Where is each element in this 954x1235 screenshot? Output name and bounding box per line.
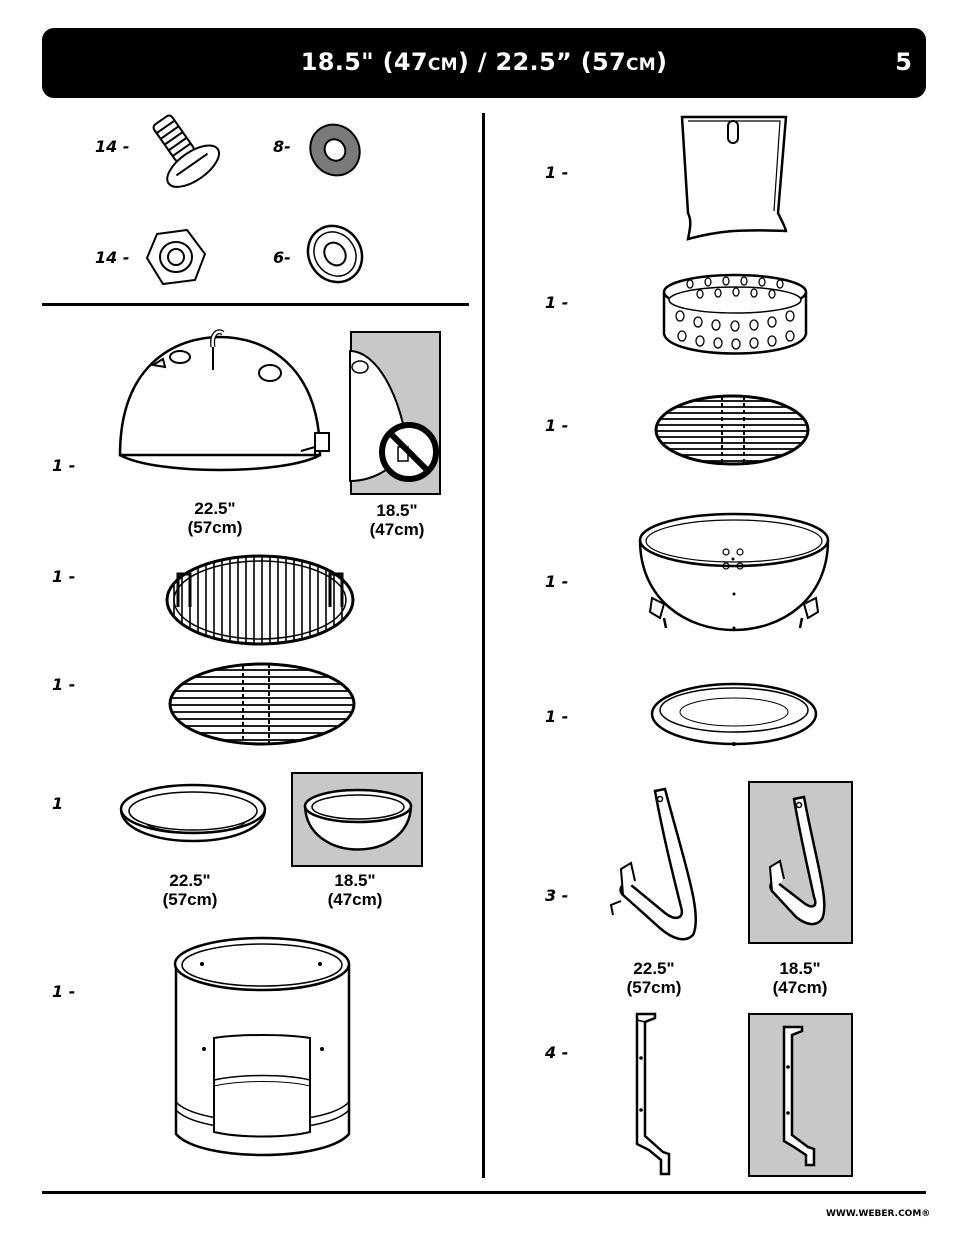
page-number: 5 bbox=[895, 48, 912, 76]
nut-icon bbox=[145, 228, 207, 286]
lid-size-large: 22.5" (57cm) bbox=[155, 499, 275, 537]
bowl-icon bbox=[638, 512, 830, 632]
size-line: 22.5" bbox=[633, 959, 675, 978]
charcoal-ring-icon bbox=[662, 273, 808, 355]
leg-small-panel bbox=[748, 781, 853, 944]
charcoal-grate-qty: 1 - bbox=[52, 675, 76, 694]
charcoal-ring-qty: 1 - bbox=[545, 293, 569, 312]
ash-pan-qty: 1 - bbox=[545, 707, 569, 726]
size-line: (57cm) bbox=[626, 978, 682, 997]
title-part: 18.5" (47 bbox=[300, 48, 428, 76]
lid-size-small: 18.5" (47cm) bbox=[337, 501, 457, 539]
access-door-qty: 1 - bbox=[545, 163, 569, 182]
leg-qty: 3 - bbox=[545, 886, 569, 905]
small-grate-icon bbox=[654, 394, 810, 466]
small-grate-qty: 1 - bbox=[545, 416, 569, 435]
footer-divider bbox=[42, 1191, 926, 1194]
water-pan-size-large: 22.5" (57cm) bbox=[130, 871, 250, 909]
ash-pan-icon bbox=[650, 682, 818, 746]
water-pan-qty: 1 bbox=[52, 794, 64, 813]
bracket-small-panel bbox=[748, 1013, 853, 1177]
bracket-qty: 4 - bbox=[545, 1043, 569, 1062]
column-divider bbox=[482, 113, 485, 1178]
water-pan-small-icon bbox=[303, 788, 413, 851]
bracket-small-icon bbox=[782, 1025, 816, 1167]
size-line: 18.5" bbox=[779, 959, 821, 978]
cooking-grate-qty: 1 - bbox=[52, 567, 76, 586]
footer-website: WWW.WEBER.COM® bbox=[826, 1209, 931, 1219]
leg-size-large: 22.5" (57cm) bbox=[594, 959, 714, 997]
size-line: (47cm) bbox=[772, 978, 828, 997]
lid-qty: 1 - bbox=[52, 456, 76, 475]
water-pan-small-panel bbox=[291, 772, 423, 867]
page-title: 18.5" (47CM) / 22.5” (57CM) bbox=[42, 48, 926, 76]
lid-icon bbox=[118, 329, 330, 472]
title-part: ) bbox=[655, 48, 668, 76]
leg-large-icon bbox=[609, 787, 698, 941]
water-pan-size-small: 18.5" (47cm) bbox=[295, 871, 415, 909]
washer-qty: 6- bbox=[273, 248, 291, 267]
washer-icon bbox=[306, 224, 364, 284]
page-header: 18.5" (47CM) / 22.5” (57CM) 5 bbox=[42, 28, 926, 98]
washer-grey-qty: 8- bbox=[273, 137, 291, 156]
size-line: (57cm) bbox=[162, 890, 218, 909]
title-unit: CM bbox=[427, 55, 458, 75]
size-line: 18.5" bbox=[376, 501, 418, 520]
size-line: 18.5" bbox=[334, 871, 376, 890]
size-line: (57cm) bbox=[187, 518, 243, 537]
hardware-divider bbox=[42, 303, 469, 306]
leg-small-icon bbox=[768, 795, 826, 926]
nut-qty: 14 - bbox=[95, 248, 130, 267]
prohibited-icon bbox=[379, 422, 439, 482]
water-pan-icon bbox=[119, 783, 267, 843]
title-unit: CM bbox=[625, 55, 656, 75]
title-part: ) / 22.5” (57 bbox=[457, 48, 626, 76]
size-line: (47cm) bbox=[327, 890, 383, 909]
bowl-qty: 1 - bbox=[545, 572, 569, 591]
cylinder-qty: 1 - bbox=[52, 982, 76, 1001]
lid-warning-panel bbox=[349, 331, 441, 495]
bracket-large-icon bbox=[635, 1012, 671, 1176]
bolt-icon bbox=[152, 114, 220, 188]
leg-size-small: 18.5" (47cm) bbox=[740, 959, 860, 997]
size-line: (47cm) bbox=[369, 520, 425, 539]
bolt-qty: 14 - bbox=[95, 137, 130, 156]
charcoal-grate-icon bbox=[168, 662, 356, 746]
size-line: 22.5" bbox=[169, 871, 211, 890]
access-door-icon bbox=[680, 115, 788, 241]
size-line: 22.5" bbox=[194, 499, 236, 518]
cooking-grate-icon bbox=[165, 554, 355, 646]
cylinder-icon bbox=[173, 936, 351, 1157]
washer-grey-icon bbox=[309, 123, 361, 177]
